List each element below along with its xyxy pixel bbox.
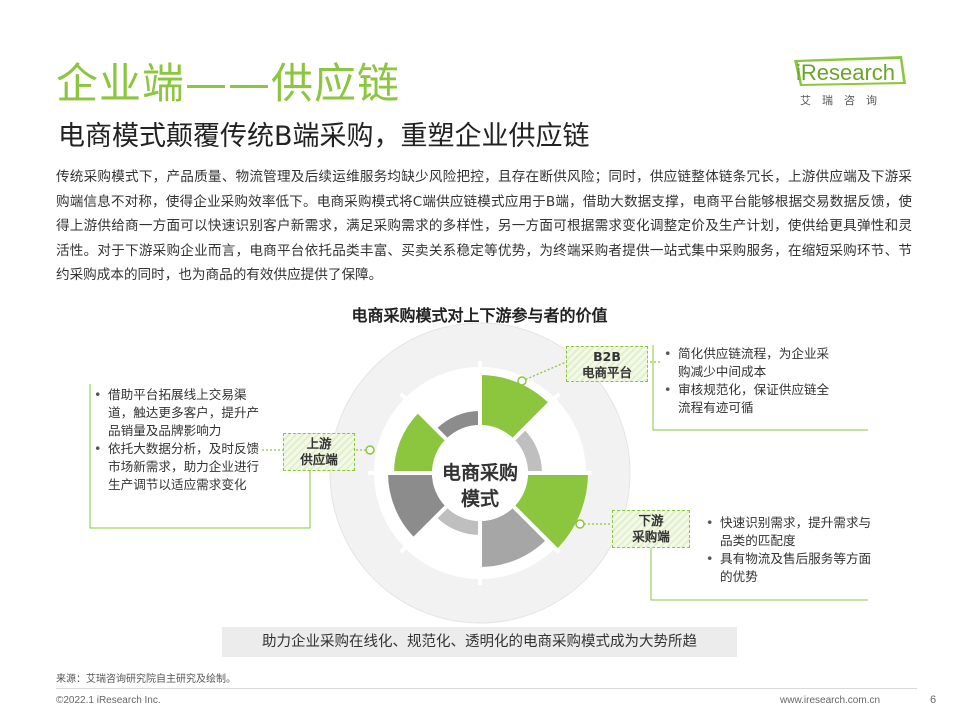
tag-upstream-line1: 上游 [306,436,332,451]
segment-gray-4 [388,473,447,539]
tag-b2b-line1: B2B [593,349,621,364]
tag-downstream-line2: 采购端 [632,529,670,544]
conclusion-banner: 助力企业采购在线化、规范化、透明化的电商采购模式成为大势所趋 [222,627,737,657]
tag-b2b-platform: B2B 电商平台 [566,346,648,382]
page-number: 6 [930,694,937,706]
downstream-bullets: 快速识别需求，提升需求与品类的匹配度 具有物流及售后服务等方面的优势 [704,514,874,586]
bracket-lines [89,345,868,601]
center-label-line1: 电商采购 [441,462,518,484]
intro-paragraph: 传统采购模式下，产品质量、物流管理及后续运维服务均缺少风险把控，且存在断供风险；… [56,169,912,284]
diagram-title: 电商采购模式对上下游参与者的价值 [351,306,608,325]
segment-separator [512,392,561,441]
tag-downstream: 下游 采购端 [612,510,690,548]
b2b-bullets: 简化供应链流程，为企业采购减少中间成本 审核规范化，保证供应链全流程有迹可循 [662,345,838,417]
page-subtitle: 电商模式颠覆传统B端采购，重塑企业供应链 [58,121,590,152]
tag-upstream-line2: 供应端 [300,452,338,467]
logo-cn: 艾瑞咨询 [800,94,888,107]
downstream-dot [575,519,585,529]
logo-brand: iResearch [796,60,896,85]
segment-gray-2 [480,506,547,567]
tag-downstream-line1: 下游 [638,513,664,528]
center-label-line2: 模式 [460,488,499,510]
upstream-bullets: 借助平台拓展线上交易渠道，触达更多客户，提升产品销量及品牌影响力 依托大数据分析… [92,386,262,494]
list-item: 快速识别需求，提升需求与品类的匹配度 [704,514,874,550]
list-item: 具有物流及售后服务等方面的优势 [704,550,874,586]
iresearch-logo: iResearch 艾瑞咨询 [790,46,920,108]
source-note: 来源：艾瑞咨询研究院自主研究及绘制。 [56,674,236,685]
segment-b2b [480,375,550,440]
b2b-dot [517,376,527,386]
center-label: 电商采购 模式 [430,460,530,512]
segment-separator [512,505,561,554]
segment-gray-3 [436,506,480,535]
list-item: 审核规范化，保证供应链全流程有迹可循 [662,381,838,417]
list-item: 依托大数据分析，及时反馈市场新需求，助力企业进行生产调节以适应需求变化 [92,440,262,494]
page-title: 企业端——供应链 [56,59,401,108]
segment-separator [399,392,448,441]
footer-copyright: ©2022.1 iResearch Inc. [56,695,161,706]
segment-downstream [513,473,588,550]
logo-swoosh-icon [794,56,906,86]
segment-gray-5 [436,411,480,440]
footer-website: www.iresearch.com.cn [780,695,881,706]
center-circle [432,425,528,521]
list-item: 借助平台拓展线上交易渠道，触达更多客户，提升产品销量及品牌影响力 [92,386,262,440]
tag-upstream: 上游 供应端 [283,433,355,471]
tag-b2b-line2: 电商平台 [581,365,632,380]
upstream-dot [365,445,375,455]
footer-divider [56,688,917,689]
segment-separator [399,505,448,554]
list-item: 简化供应链流程，为企业采购减少中间成本 [662,345,838,381]
segment-gray-1 [513,429,542,473]
